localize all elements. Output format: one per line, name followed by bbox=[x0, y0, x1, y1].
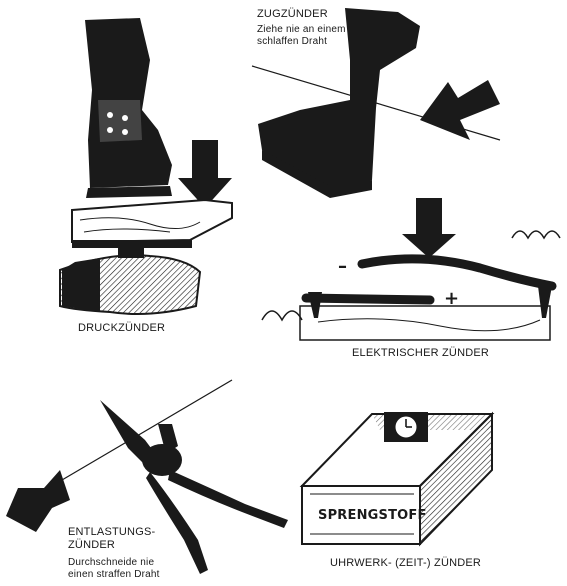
release-fuse-panel bbox=[6, 379, 288, 574]
charge-icon bbox=[59, 254, 202, 315]
release-fuse-note: Durchschneide nie einen straffen Draht bbox=[68, 557, 160, 580]
arrow-icon bbox=[6, 470, 70, 532]
boot-icon bbox=[85, 18, 172, 198]
electric-fuse-label: ELEKTRISCHER ZÜNDER bbox=[352, 347, 490, 359]
release-fuse-label-line2: ZÜNDER bbox=[68, 539, 116, 551]
pliers-icon bbox=[100, 400, 288, 574]
tripwire-fuse-note: Ziehe nie an einem schlaffen Draht bbox=[257, 24, 346, 47]
pressure-fuse-label: DRUCKZÜNDER bbox=[78, 322, 166, 334]
clock-icon bbox=[384, 412, 428, 442]
plus-sign: + bbox=[444, 288, 460, 309]
clockwork-fuse-label: UHRWERK- (ZEIT-) ZÜNDER bbox=[330, 557, 482, 569]
release-fuse-label-line1: ENTLASTUNGS- bbox=[68, 526, 156, 538]
boot-icon bbox=[258, 8, 420, 198]
explosive-box-label: SPRENGSTOFF bbox=[318, 508, 427, 523]
down-arrow-icon bbox=[178, 140, 232, 208]
wire-icon bbox=[61, 379, 233, 481]
clockwork-fuse-panel bbox=[299, 411, 495, 547]
board-icon bbox=[71, 198, 233, 258]
electric-fuse-panel bbox=[261, 198, 561, 341]
minus-sign: – bbox=[338, 256, 348, 277]
down-arrow-icon bbox=[402, 198, 456, 258]
explosive-box-icon bbox=[299, 411, 495, 547]
arrow-icon bbox=[420, 80, 500, 140]
pressure-fuse-panel bbox=[59, 18, 233, 315]
tripwire-fuse-label: ZUGZÜNDER bbox=[257, 8, 328, 20]
contact-strip-icon bbox=[299, 254, 557, 341]
tripwire-fuse-panel bbox=[251, 8, 501, 198]
spring-coil-icon bbox=[261, 230, 561, 322]
